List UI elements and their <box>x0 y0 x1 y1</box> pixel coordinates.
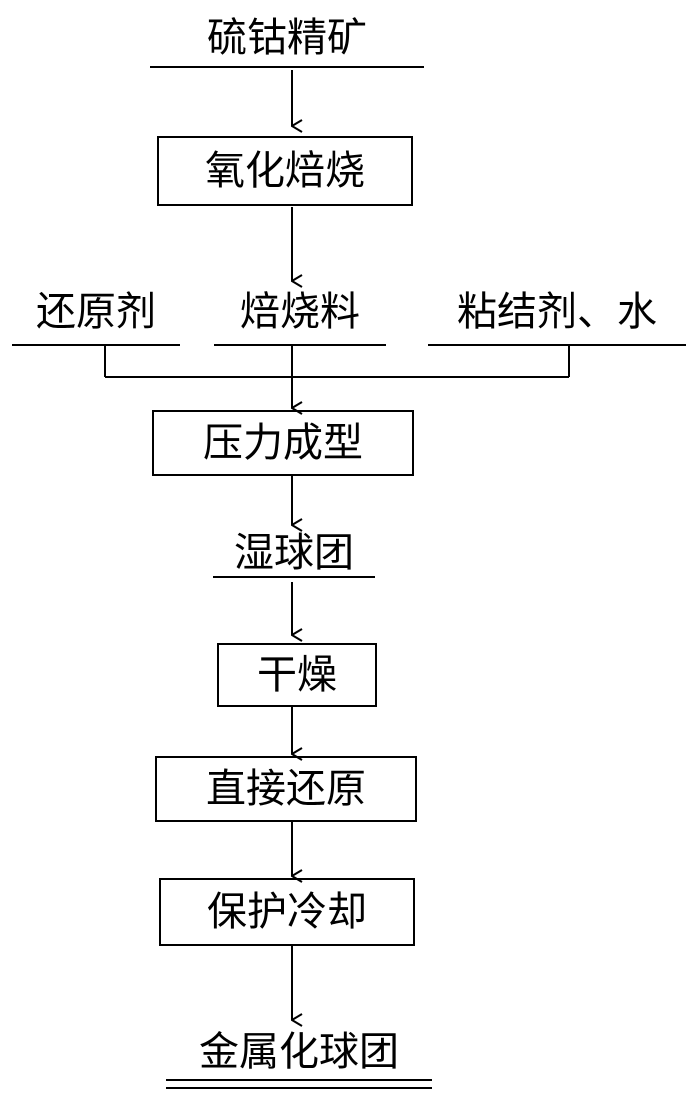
protective-cooling-box: 保护冷却 <box>159 878 415 946</box>
drying-box: 干燥 <box>217 643 377 707</box>
oxidizing-roast-box: 氧化焙烧 <box>157 136 413 206</box>
calcine-label: 焙烧料 <box>214 292 386 332</box>
reducing-agent-label: 还原剂 <box>12 292 180 332</box>
wet-pellets-label: 湿球团 <box>213 533 375 573</box>
metallized-pellets-label: 金属化球团 <box>166 1032 432 1072</box>
pressure-forming-box: 压力成型 <box>152 410 414 476</box>
raw-material-label: 硫钴精矿 <box>150 18 424 58</box>
direct-reduction-box: 直接还原 <box>155 756 417 822</box>
binder-water-label: 粘结剂、水 <box>428 292 686 332</box>
